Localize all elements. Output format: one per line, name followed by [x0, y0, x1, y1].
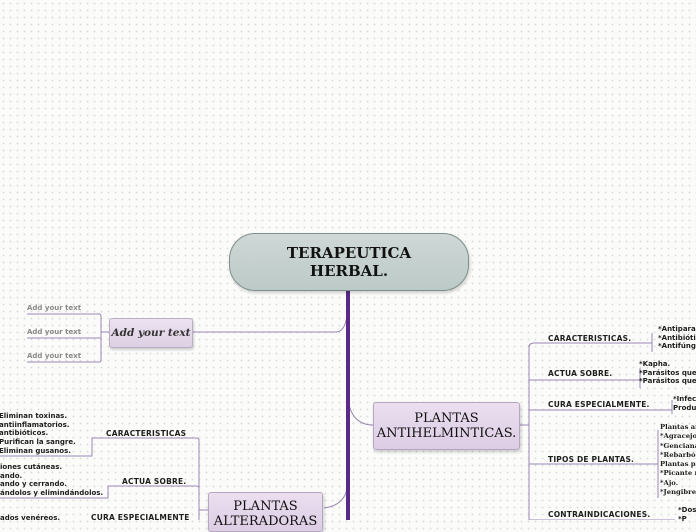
connector-ah-actua	[529, 368, 641, 388]
root-node[interactable]: TERAPEUTICA HERBAL.	[229, 233, 469, 291]
ah-cura-item: *Infec	[673, 395, 696, 403]
ah-actua-item: *Kapha.	[639, 360, 671, 368]
alt-actua-item: ando y cerrando.	[0, 480, 67, 489]
ah-contra-item: *Dosh	[678, 506, 696, 514]
alt-caract-item: antibióticos.	[0, 429, 49, 438]
ah-tipos-label[interactable]: TIPOS DE PLANTAS.	[548, 455, 635, 464]
alt-caracteristicas-label[interactable]: CARACTERISTICAS	[106, 429, 187, 438]
ah-actua-sobre-label[interactable]: ACTUA SOBRE.	[548, 369, 613, 378]
root-title-line2: HERBAL.	[309, 262, 389, 280]
ah-tipos-item: Plantas am	[660, 423, 696, 431]
ah-caract-item: *Antipara	[658, 325, 696, 333]
connector-alt-actua	[0, 485, 200, 499]
ah-contra-item: *P	[678, 514, 687, 523]
connector-alt-spine	[198, 440, 208, 511]
alt-cura-items: ados venéreos.	[0, 514, 60, 523]
plantas-alteradoras-node[interactable]: PLANTAS ALTERADORAS	[208, 492, 323, 532]
ah-actua-item: *Parásitos que	[639, 368, 696, 377]
ah-caracteristicas-label[interactable]: CARACTERISTICAS.	[548, 334, 632, 343]
ah-contraindicaciones-label[interactable]: CONTRAINDICACIONES.	[548, 510, 651, 519]
antihelminticas-line1: PLANTAS	[414, 411, 479, 426]
alt-caract-item: antiinflamatorios.	[0, 420, 70, 429]
ah-cura-items: *Infec Produ	[673, 395, 696, 412]
add-your-text-node[interactable]: Add your text	[109, 318, 193, 348]
placeholder-text-2[interactable]: Add your text	[27, 328, 82, 336]
add-your-text-label: Add your text	[111, 327, 191, 339]
alteradoras-line1: PLANTAS	[233, 499, 298, 514]
root-title-line1: TERAPEUTICA	[286, 244, 412, 262]
alt-cura-item: ados venéreos.	[0, 514, 61, 522]
alt-caract-item: Eliminan toxinas.	[0, 412, 68, 420]
connector-placeholder-1	[27, 313, 109, 333]
ah-caract-item: *Antifúng	[658, 342, 696, 351]
connector-placeholder-3	[27, 338, 102, 363]
ah-tipos-item: *Picante no	[660, 469, 696, 478]
connector-alteradoras	[323, 479, 349, 509]
placeholder-text-1[interactable]: Add your text	[27, 304, 82, 312]
mindmap-connectors	[0, 289, 675, 520]
connector-antihelminticas	[347, 399, 374, 426]
alt-caracteristicas-items: Eliminan toxinas. antiinflamatorios. ant…	[0, 412, 76, 456]
alt-actua-items: iones cutáneas. ando. ando y cerrando. á…	[0, 463, 103, 498]
ah-tipos-item: *Ajo.	[660, 478, 679, 487]
placeholder-text-3[interactable]: Add your text	[27, 352, 82, 360]
connector-ah-caract	[528, 342, 652, 349]
connector-add-your-text	[192, 299, 349, 333]
ah-cura-label[interactable]: CURA ESPECIALMENTE.	[548, 400, 650, 409]
ah-tipos-item: *Genciana.	[660, 441, 696, 450]
ah-actua-items: *Kapha. *Parásitos que *Parásitos que	[639, 360, 696, 386]
ah-tipos-item: *Jengibre.	[660, 488, 696, 497]
alt-actua-item: ándolos y elimindándolos.	[0, 489, 104, 498]
connector-placeholder-2	[27, 331, 109, 339]
ah-tipos-item: Plantas pic	[660, 460, 696, 469]
ah-tipos-item: *Agracejo.	[660, 432, 696, 441]
alt-caract-item: Eliminan gusanos.	[0, 446, 71, 455]
ah-actua-item: *Parásitos que	[639, 377, 696, 386]
antihelminticas-line2: ANTIHELMINTICAS.	[376, 426, 517, 441]
alt-actua-item: ando.	[0, 471, 23, 480]
connector-alt-caract	[0, 437, 200, 457]
ah-tipos-items: Plantas am *Agracejo. *Genciana. *Rebarb…	[660, 423, 696, 497]
alt-cura-label[interactable]: CURA ESPECIALMENTE	[91, 513, 190, 522]
ah-caract-item: *Antibióti	[658, 333, 696, 342]
alt-caract-item: Purifican la sangre.	[0, 438, 76, 447]
alt-actua-item: iones cutáneas.	[0, 463, 63, 471]
ah-tipos-item: *Rebarbó.	[660, 450, 696, 459]
ah-cura-item: Produ	[673, 403, 696, 412]
plantas-antihelminticas-node[interactable]: PLANTAS ANTIHELMINTICAS.	[373, 402, 520, 450]
ah-contra-items: *Dosh *P	[678, 506, 696, 523]
ah-caracteristicas-items: *Antipara *Antibióti *Antifúng	[658, 325, 696, 351]
alt-actua-sobre-label[interactable]: ACTUA SOBRE.	[122, 477, 187, 486]
connector-ah-tipos	[529, 430, 659, 498]
connector-ah-cura	[529, 400, 673, 414]
alteradoras-line2: ALTERADORAS	[213, 514, 318, 529]
connector-ah-spine	[519, 345, 530, 520]
